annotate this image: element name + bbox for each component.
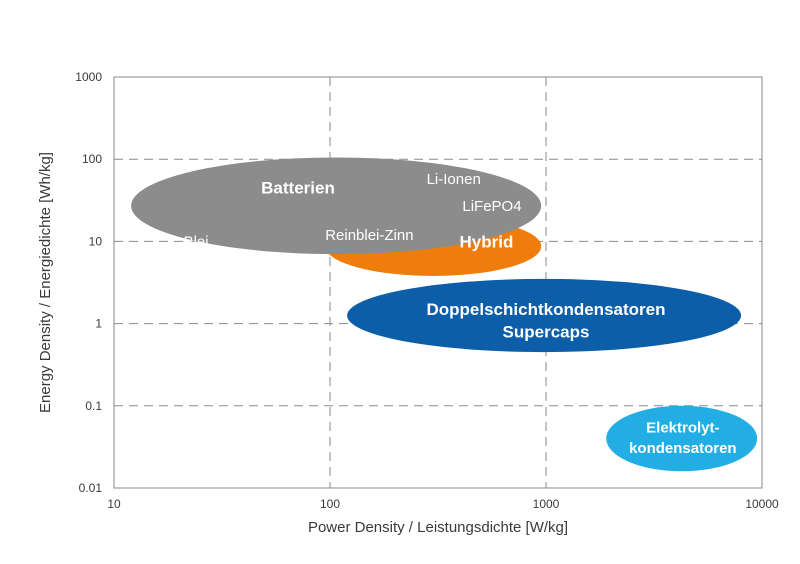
plot-frame — [113, 76, 763, 489]
x-axis-label: Power Density / Leistungsdichte [W/kg] — [308, 519, 568, 536]
region-label-batterien: LiFePO4 — [462, 198, 521, 215]
region-elektrolytkondensatoren — [606, 405, 758, 472]
region-label-batterien: Reinblei-Zinn — [325, 227, 413, 244]
x-tick-labels: 10 100 1000 10000 — [107, 497, 779, 511]
region-label-doppelschichtkondensatoren-supercaps: Supercaps — [503, 323, 590, 342]
y-tick-label: 0.1 — [85, 399, 102, 413]
y-tick-label: 1000 — [75, 70, 102, 84]
x-tick-label: 10000 — [745, 497, 779, 511]
y-tick-label: 100 — [82, 152, 102, 166]
region-batterien — [131, 157, 542, 255]
x-tick-label: 1000 — [533, 497, 560, 511]
region-label-batterien: Li-Ionen — [427, 171, 481, 188]
chart-regions: Hybrid Batterien Li-IonenLiFePO4Reinblei-Z… — [131, 157, 758, 472]
y-axis-label: Energy Density / Energiedichte [Wh/kg] — [37, 152, 54, 413]
y-tick-labels: 1000 100 10 1 0.1 0.01 — [75, 70, 102, 495]
region-label-batterien: Blei — [184, 234, 209, 251]
region-label-elektrolytkondensatoren: Elektrolyt- — [646, 419, 719, 436]
y-tick-label: 1 — [95, 317, 102, 331]
y-tick-label: 10 — [89, 234, 103, 248]
region-doppelschichtkondensatoren-supercaps — [347, 278, 742, 353]
y-tick-label: 0.01 — [79, 481, 103, 495]
region-label-doppelschichtkondensatoren-supercaps: Doppelschichtkondensatoren — [427, 300, 666, 319]
x-tick-label: 10 — [107, 497, 121, 511]
region-label-hybrid: Hybrid — [460, 232, 514, 251]
region-label-elektrolytkondensatoren: kondensatoren — [629, 440, 737, 457]
region-label-batterien: Batterien — [261, 179, 335, 198]
x-tick-label: 100 — [320, 497, 340, 511]
